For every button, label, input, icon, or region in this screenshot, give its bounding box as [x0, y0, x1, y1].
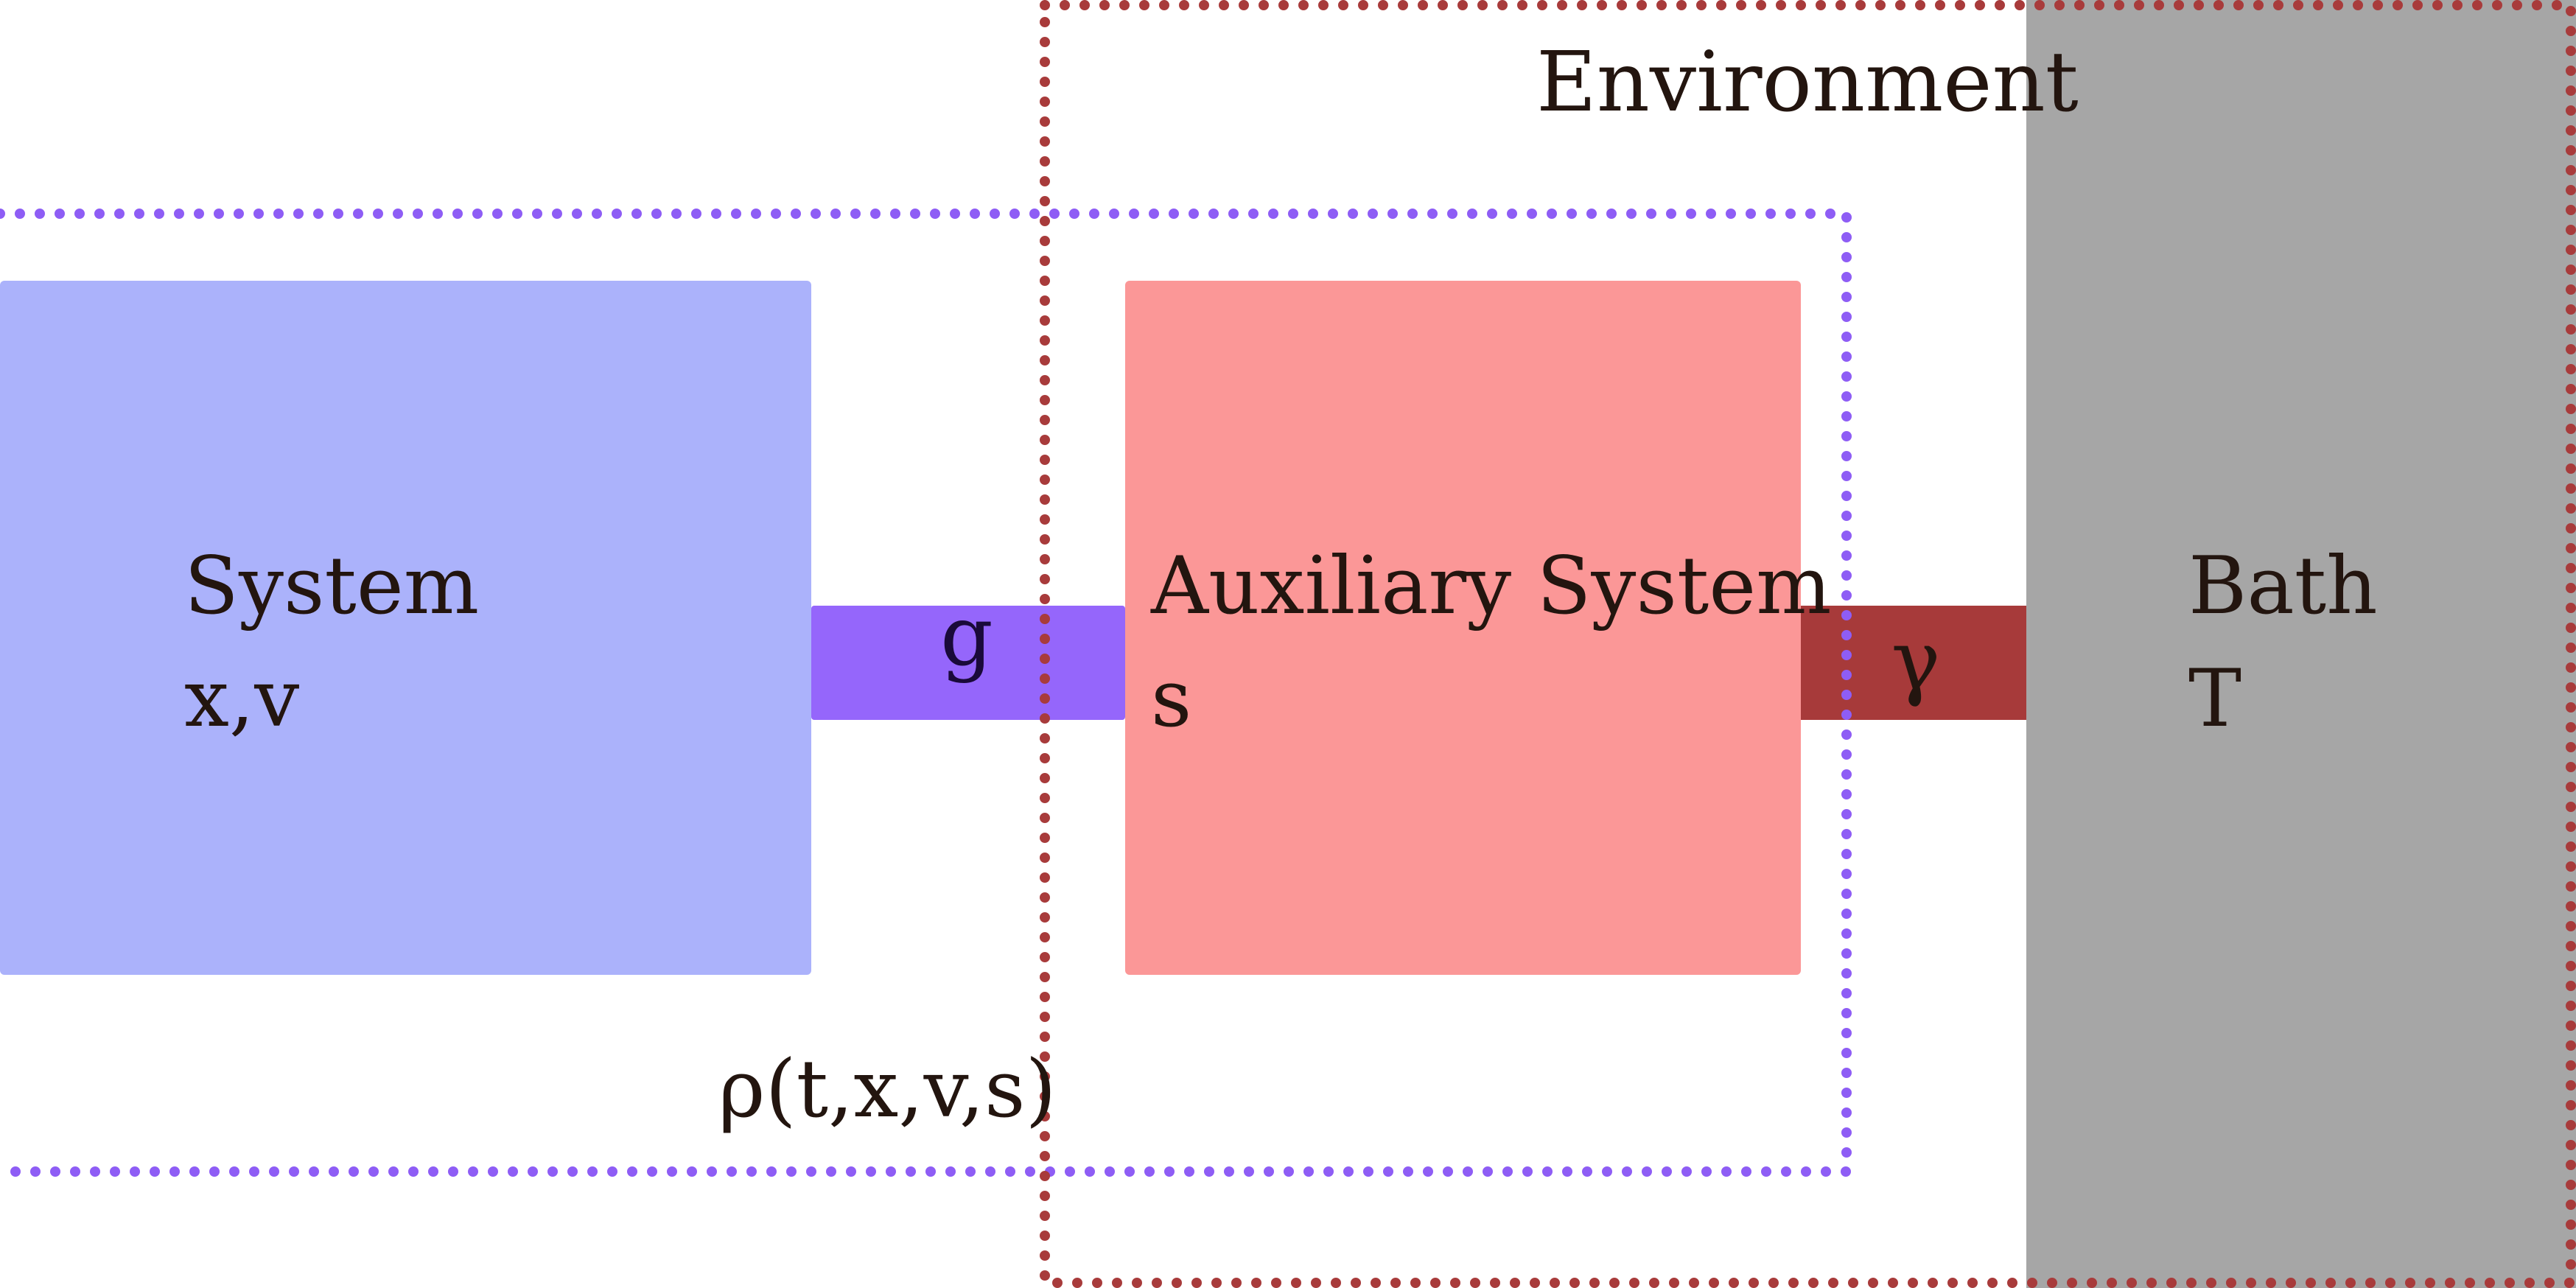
- auxiliary-system-block: [1125, 281, 1801, 975]
- bath-vars-label: T: [2188, 653, 2241, 745]
- system-name-label: System: [184, 540, 479, 632]
- density-function-label: ρ(t,x,v,s): [718, 1043, 1057, 1135]
- system-vars-label: x,v: [184, 653, 299, 745]
- density-region-border: [0, 209, 1852, 1177]
- auxiliary-system-name-label: Auxiliary System: [1150, 540, 1832, 632]
- environment-region-border: [1040, 0, 2576, 1288]
- environment-label: Environment: [1536, 35, 2079, 130]
- gamma-coupling-label: γ: [1891, 613, 1941, 709]
- bath-block: [2026, 0, 2576, 1288]
- gamma-coupling-link: [1801, 606, 2026, 720]
- bath-name-label: Bath: [2188, 540, 2378, 632]
- auxiliary-system-vars-label: s: [1151, 653, 1191, 745]
- system-block: [0, 281, 811, 975]
- g-coupling-label: g: [940, 589, 993, 685]
